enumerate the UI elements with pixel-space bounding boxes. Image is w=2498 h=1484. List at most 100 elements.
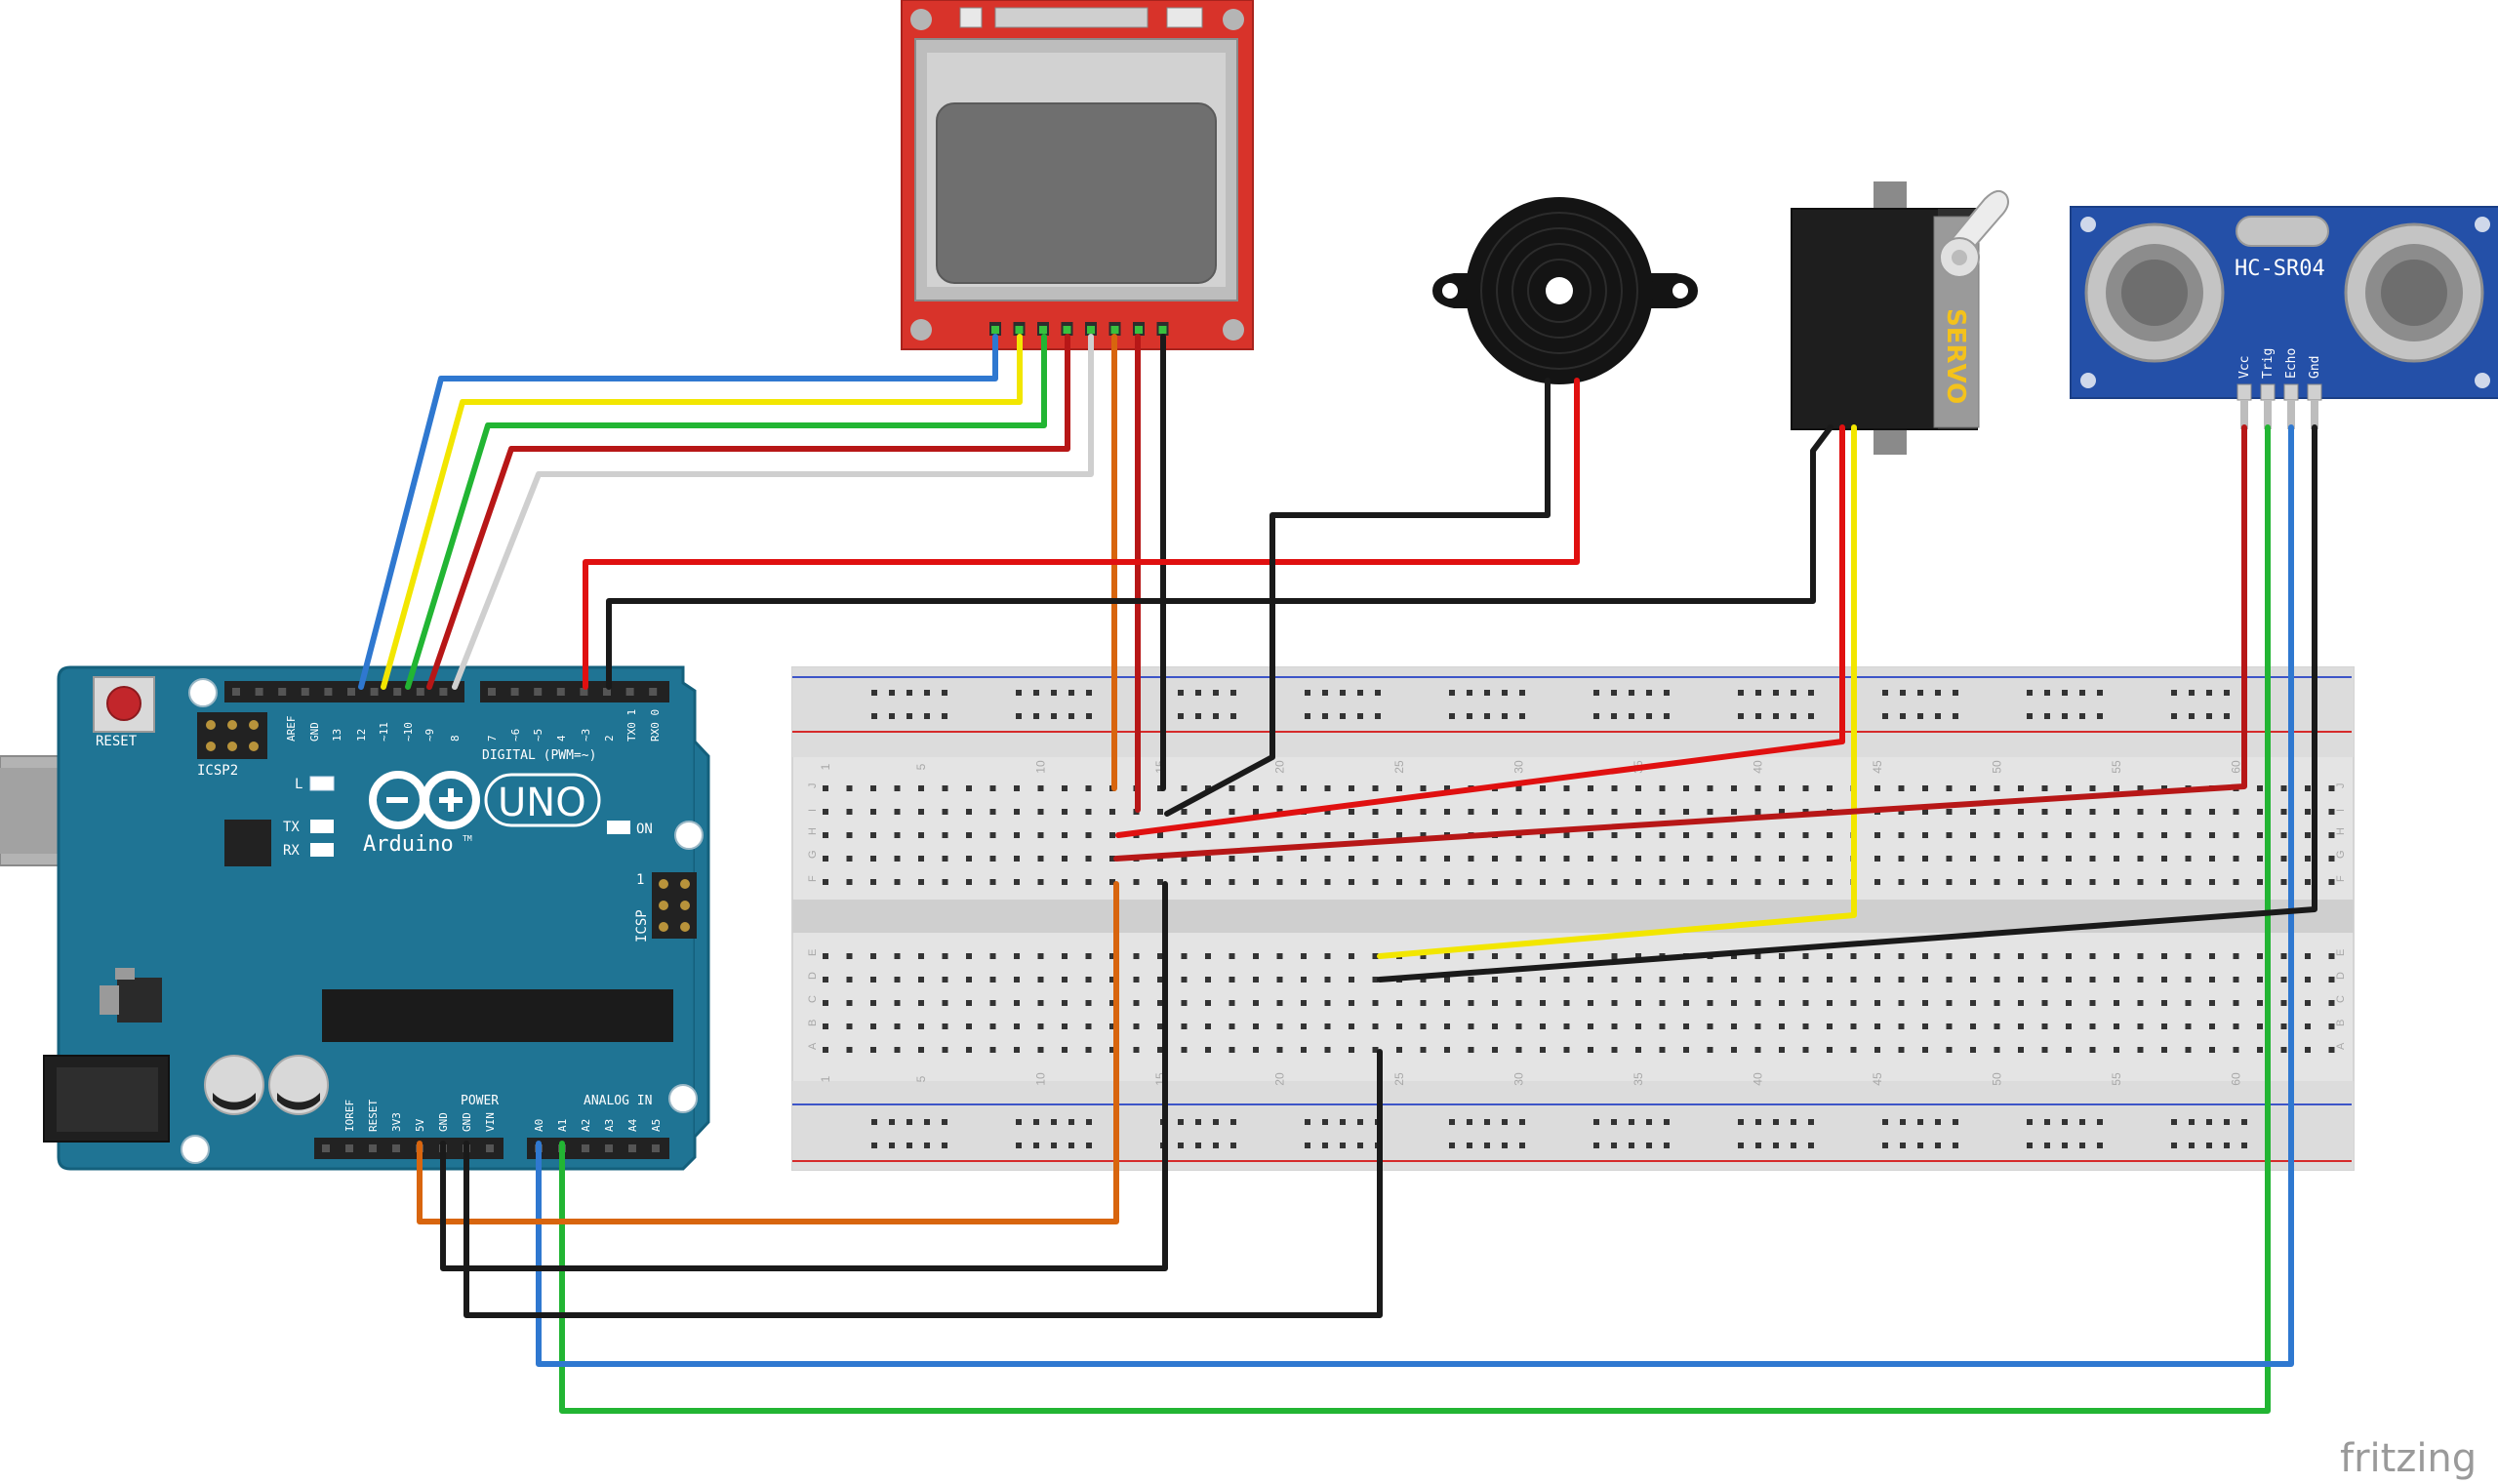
wire-orange-5v[interactable] [417,881,1119,1224]
breadboard-hole[interactable] [1850,1047,1857,1053]
breadboard-hole[interactable] [2089,879,2096,885]
breadboard-hole[interactable] [1802,856,1809,862]
breadboard-hole[interactable] [1444,785,1450,791]
breadboard-hole[interactable] [1276,1023,1283,1029]
breadboard-hole[interactable] [2171,1143,2177,1148]
breadboard-hole[interactable] [1802,1000,1809,1006]
breadboard-hole[interactable] [2114,785,2119,791]
breadboard-hole[interactable] [2209,856,2215,862]
breadboard-hole[interactable] [1874,977,1880,983]
breadboard-hole[interactable] [1515,977,1522,983]
breadboard-hole[interactable] [2018,1000,2024,1006]
breadboard-hole[interactable] [2097,713,2103,719]
breadboard-hole[interactable] [2161,1023,2167,1029]
breadboard-hole[interactable] [2233,1000,2239,1006]
breadboard-hole[interactable] [1946,953,1953,959]
breadboard-hole[interactable] [2305,1023,2311,1029]
breadboard-hole[interactable] [823,785,828,791]
breadboard-hole[interactable] [924,1119,930,1125]
breadboard-hole[interactable] [2209,977,2215,983]
breadboard-hole[interactable] [989,1023,996,1029]
breadboard-hole[interactable] [1230,713,1236,719]
breadboard-hole[interactable] [1133,977,1140,983]
breadboard-hole[interactable] [1033,713,1039,719]
breadboard-hole[interactable] [2305,785,2311,791]
breadboard-hole[interactable] [846,809,853,815]
breadboard-hole[interactable] [1563,856,1570,862]
breadboard-hole[interactable] [1420,1000,1427,1006]
header-pin[interactable] [628,1144,636,1152]
breadboard-hole[interactable] [1349,977,1354,983]
breadboard-hole[interactable] [1779,953,1785,959]
breadboard-hole[interactable] [1779,809,1785,815]
breadboard-hole[interactable] [2041,1023,2048,1029]
breadboard-hole[interactable] [2233,977,2239,983]
breadboard-hole[interactable] [1205,953,1211,959]
breadboard-hole[interactable] [1372,785,1379,791]
breadboard-hole[interactable] [1037,1023,1044,1029]
breadboard-hole[interactable] [1898,1047,1905,1053]
wire-green-lcd-to-d10[interactable] [405,334,1047,690]
breadboard-hole[interactable] [1157,879,1163,885]
breadboard-hole[interactable] [1301,1047,1307,1053]
breadboard-hole[interactable] [2305,879,2311,885]
breadboard-hole[interactable] [1492,809,1498,815]
header-pin[interactable] [652,1144,660,1152]
breadboard-hole[interactable] [1900,690,1906,696]
breadboard-hole[interactable] [1444,1023,1450,1029]
breadboard-hole[interactable] [2305,1000,2311,1006]
breadboard-hole[interactable] [1635,977,1641,983]
breadboard-hole[interactable] [1755,690,1761,696]
breadboard-hole[interactable] [823,856,828,862]
breadboard-hole[interactable] [2137,879,2144,885]
breadboard-hole[interactable] [1372,1023,1379,1029]
hcsr04-pin[interactable] [2307,383,2322,401]
breadboard-hole[interactable] [2328,785,2335,791]
breadboard-hole[interactable] [1051,1119,1057,1125]
breadboard-hole[interactable] [1085,953,1092,959]
breadboard-hole[interactable] [1791,1143,1796,1148]
breadboard-hole[interactable] [1492,977,1498,983]
breadboard-hole[interactable] [1882,1143,1888,1148]
breadboard-hole[interactable] [1917,690,1923,696]
breadboard-hole[interactable] [1994,1023,2000,1029]
breadboard-hole[interactable] [1014,1023,1020,1029]
breadboard-hole[interactable] [2280,856,2287,862]
breadboard-hole[interactable] [918,879,924,885]
breadboard-hole[interactable] [1683,809,1689,815]
breadboard-hole[interactable] [1540,1047,1546,1053]
breadboard-hole[interactable] [1611,1000,1618,1006]
breadboard-hole[interactable] [1157,832,1163,838]
breadboard-hole[interactable] [870,856,876,862]
wire-white-lcd-to-d8[interactable] [452,334,1094,690]
breadboard-hole[interactable] [1731,1023,1737,1029]
breadboard-hole[interactable] [894,832,901,838]
breadboard-hole[interactable] [1133,1047,1140,1053]
breadboard-hole[interactable] [1922,809,1928,815]
breadboard-hole[interactable] [1372,832,1379,838]
breadboard-hole[interactable] [1324,809,1331,815]
breadboard-hole[interactable] [1755,713,1761,719]
breadboard-hole[interactable] [1157,953,1163,959]
breadboard-hole[interactable] [1898,977,1905,983]
breadboard-hole[interactable] [2328,856,2335,862]
breadboard-hole[interactable] [1563,809,1570,815]
breadboard-hole[interactable] [1502,690,1508,696]
breadboard-hole[interactable] [1683,1023,1689,1029]
breadboard-hole[interactable] [2257,785,2263,791]
breadboard-hole[interactable] [2137,1023,2144,1029]
breadboard-hole[interactable] [1109,832,1115,838]
breadboard-hole[interactable] [1611,713,1617,719]
breadboard-hole[interactable] [1178,690,1184,696]
breadboard-hole[interactable] [2257,832,2263,838]
breadboard-hole[interactable] [1588,1000,1593,1006]
breadboard-hole[interactable] [871,1143,877,1148]
breadboard-hole[interactable] [1588,785,1593,791]
breadboard-hole[interactable] [1953,1143,1958,1148]
breadboard-hole[interactable] [1014,809,1020,815]
breadboard-hole[interactable] [1301,953,1307,959]
breadboard-hole[interactable] [2224,1143,2230,1148]
breadboard-hole[interactable] [1322,1119,1328,1125]
breadboard-hole[interactable] [2189,1143,2195,1148]
breadboard-hole[interactable] [918,856,924,862]
